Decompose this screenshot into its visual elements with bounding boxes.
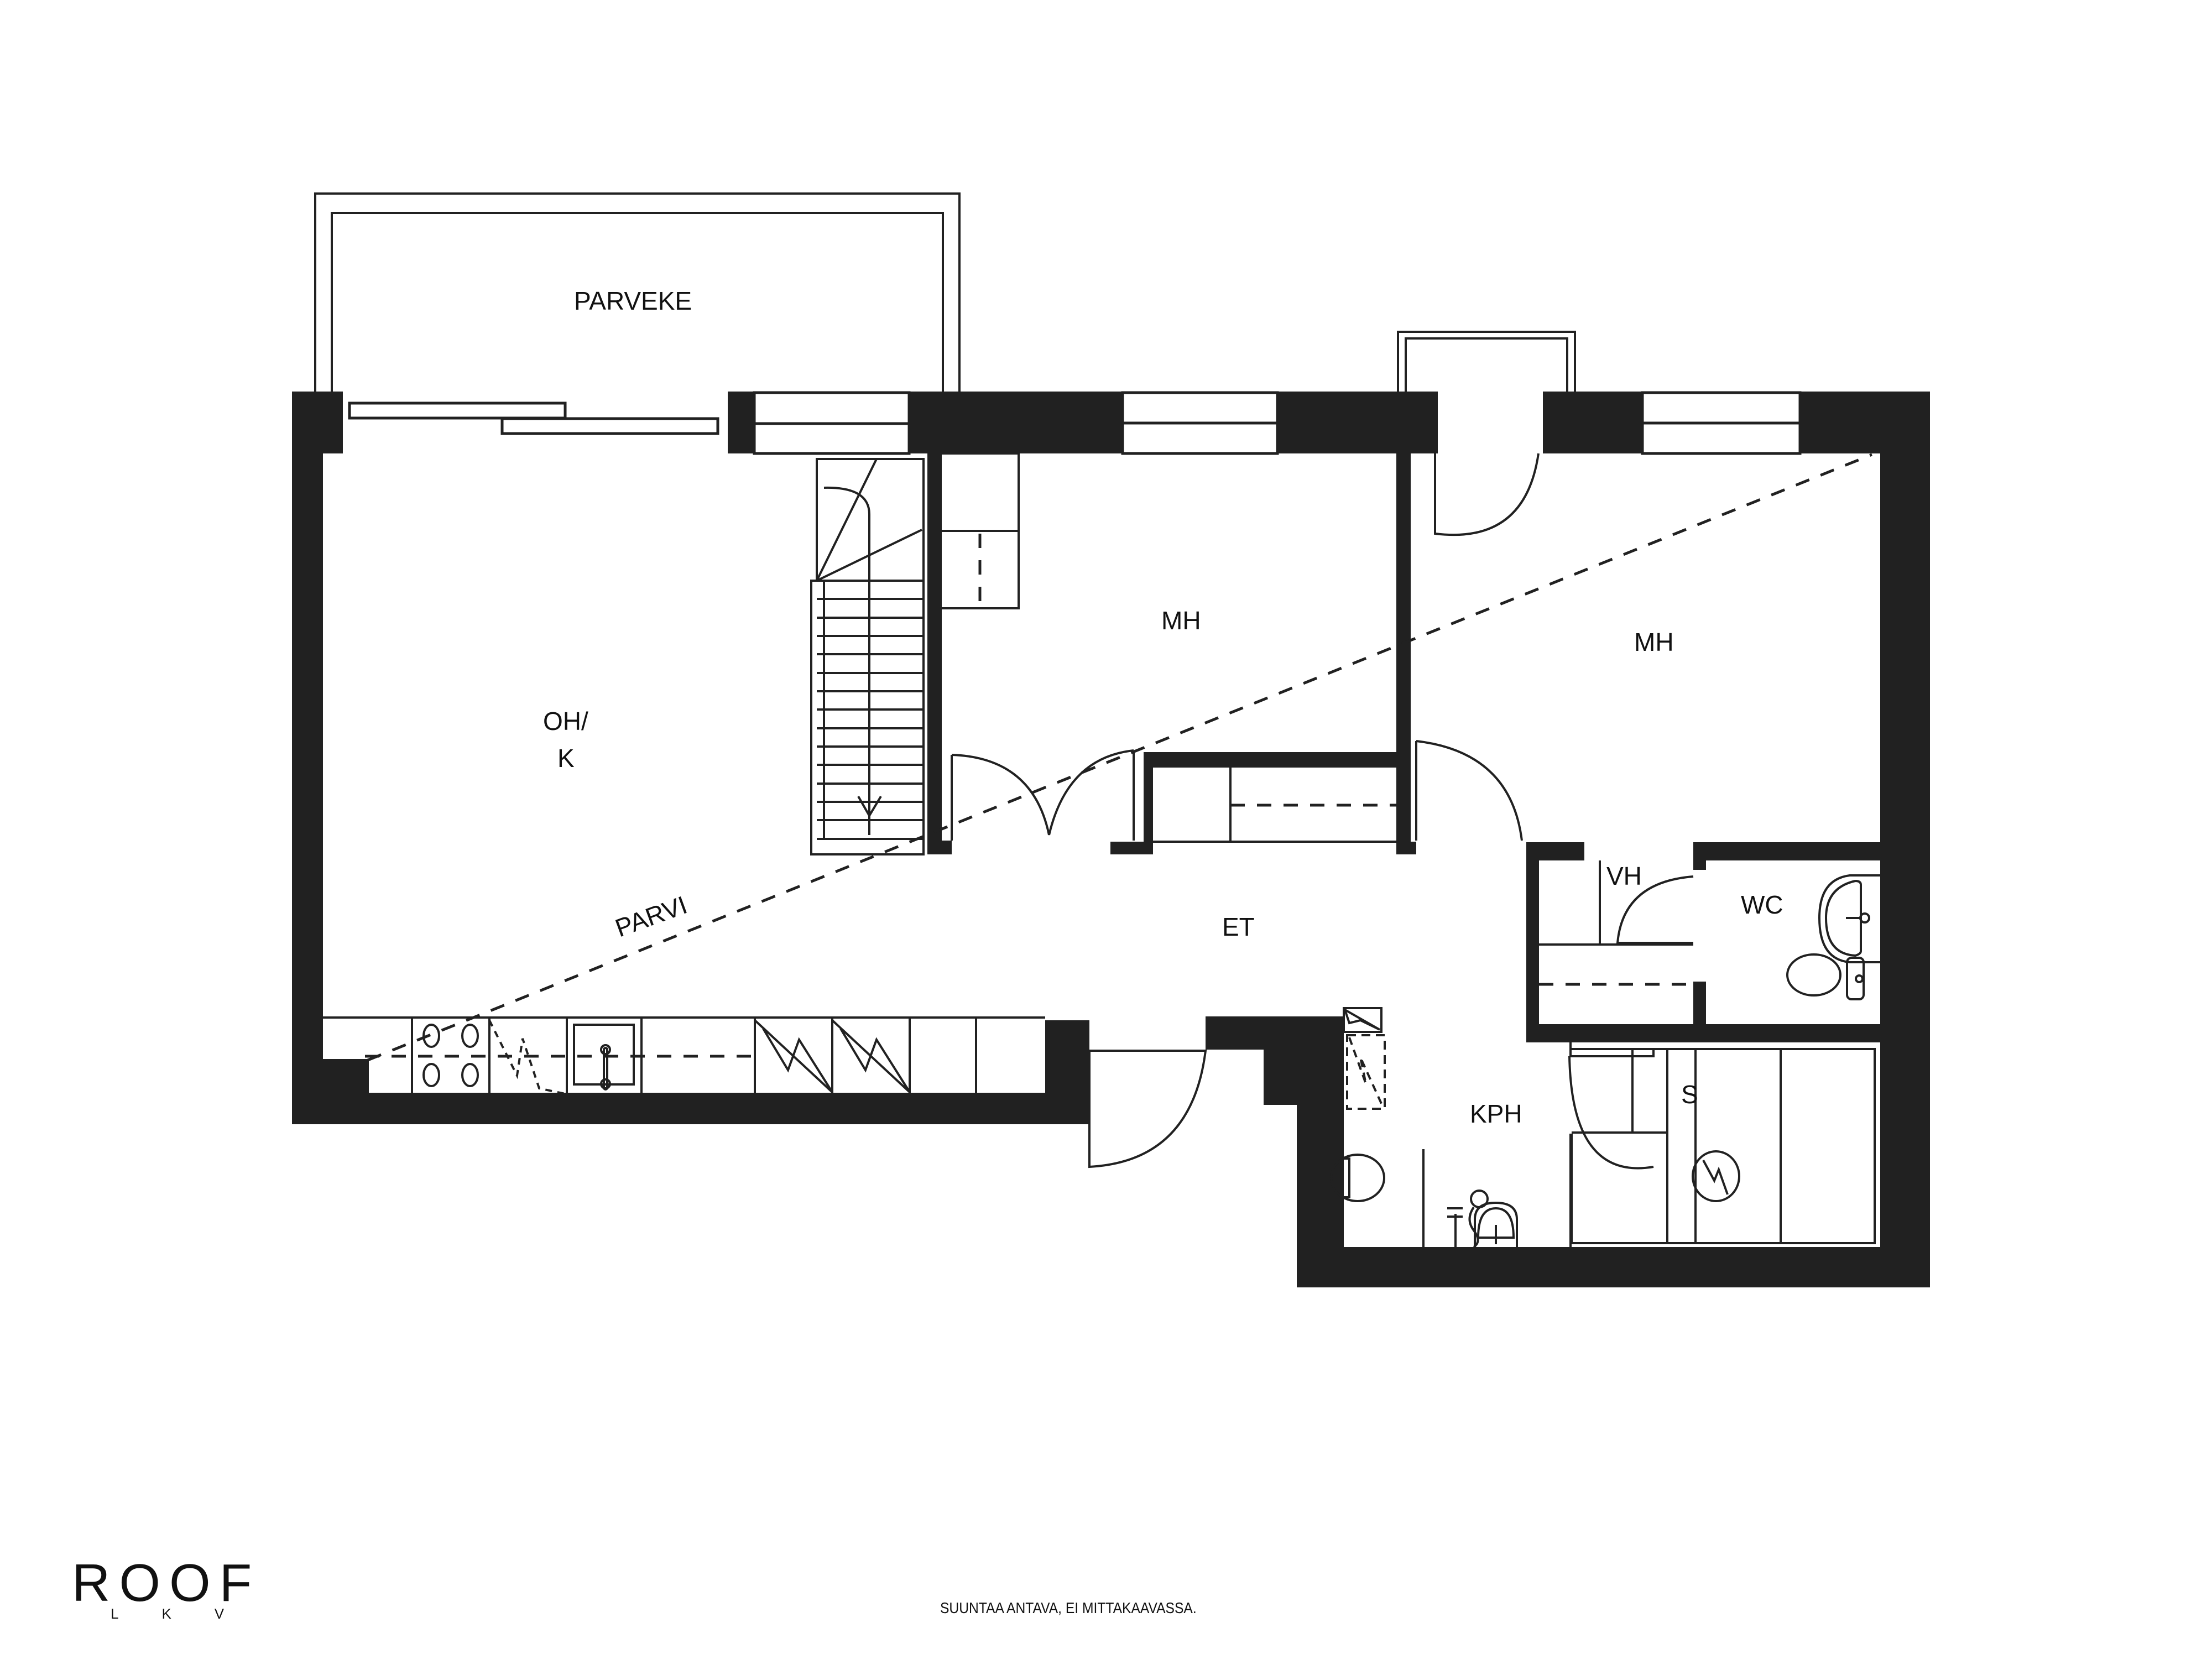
interior-walls	[927, 451, 1880, 1042]
room-label-bedroom-1: MH	[1161, 606, 1201, 635]
windows	[753, 391, 1802, 455]
doors	[951, 740, 1694, 1170]
small-balcony	[1397, 331, 1576, 393]
room-label-toilet: WC	[1741, 890, 1783, 919]
wardrobe-bedroom-1	[942, 452, 1020, 609]
staircase	[810, 458, 925, 855]
stove-icon	[422, 1024, 479, 1087]
room-label-loft: PARVI	[612, 890, 691, 943]
wc-sink-icon	[1818, 874, 1880, 963]
kitchen-sink-icon	[573, 1024, 635, 1091]
room-label-living-kitchen-2: K	[557, 744, 575, 773]
bathroom-toilet-icon	[1330, 1154, 1385, 1202]
room-label-bedroom-2: MH	[1634, 628, 1674, 656]
bathroom-sink-icon	[1474, 1201, 1518, 1247]
roof-logo: ROOF	[72, 1553, 261, 1613]
room-label-bathroom: KPH	[1470, 1099, 1522, 1128]
room-label-balcony: PARVEKE	[574, 286, 692, 315]
sauna-stove-icon	[1692, 1150, 1740, 1202]
scale-disclaimer: SUUNTAA ANTAVA, EI MITTAKAAVASSA.	[940, 1599, 1197, 1616]
fridge-icon	[754, 1019, 911, 1093]
loft-outline	[367, 453, 1872, 1062]
kitchen-counter	[323, 1016, 1045, 1095]
sauna-benches	[1569, 1042, 1876, 1247]
wardrobe-hallway	[1153, 768, 1405, 843]
wc-toilet-icon	[1786, 953, 1865, 1000]
door-small-balcony	[1434, 453, 1540, 536]
room-label-hallway: ET	[1222, 912, 1255, 941]
balcony-sliding-door	[348, 401, 719, 435]
exterior-walls	[292, 392, 1930, 1287]
room-label-living-kitchen: OH/	[543, 707, 588, 735]
dishwasher-icon	[488, 1020, 566, 1095]
balcony	[314, 192, 961, 393]
walk-in-closet-shelves	[1539, 860, 1693, 986]
room-label-walk-in-closet: VH	[1606, 862, 1642, 890]
lkv-logo-subtitle: LKV	[111, 1605, 268, 1622]
room-label-sauna: S	[1681, 1080, 1698, 1109]
bathroom-fixtures	[1343, 1007, 1489, 1248]
